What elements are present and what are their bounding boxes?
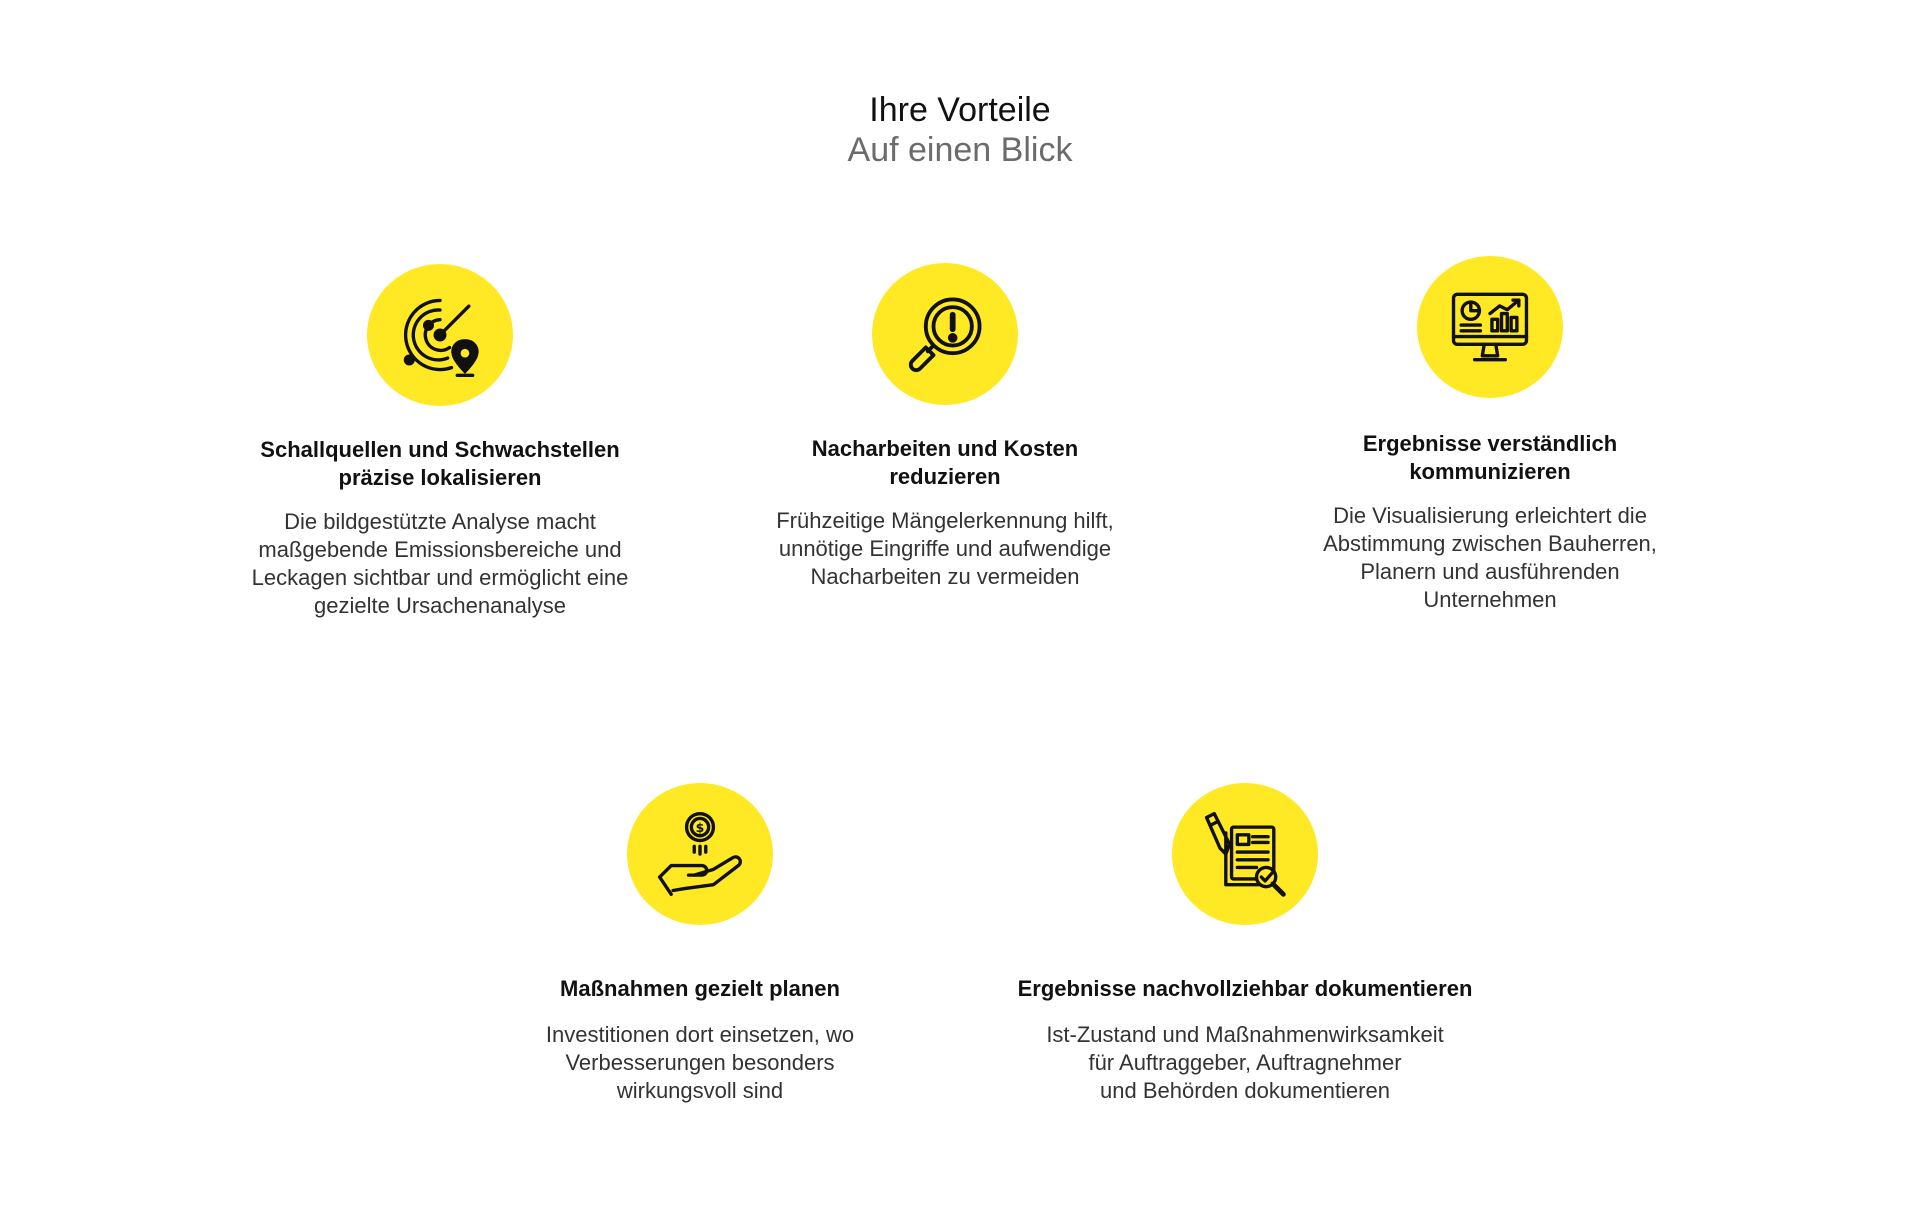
benefit-description: Die bildgestützte Analyse macht maßgeben…: [251, 509, 629, 618]
icon-badge: [367, 264, 513, 406]
benefit-title: Maßnahmen gezielt planen: [560, 976, 840, 1001]
document-check-icon: [1204, 812, 1286, 897]
benefit-card-plan: $ Maßnahmen gezielt planen Investitionen…: [480, 783, 920, 1105]
section-title: Ihre Vorteile: [869, 91, 1051, 129]
benefit-card-document: Ergebnisse nachvollziehbar dokumentieren…: [985, 783, 1505, 1105]
icon-badge: [1172, 783, 1318, 925]
benefit-title: Ergebnisse verständlich kommunizieren: [1362, 431, 1618, 484]
benefit-card-reduce-costs: Nacharbeiten und Kosten reduzieren Frühz…: [725, 263, 1165, 591]
benefit-description: Investitionen dort einsetzen, wo Verbess…: [545, 1022, 855, 1103]
monitor-chart-icon: [1451, 292, 1529, 362]
section-header: Ihre Vorteile Auf einen Blick: [0, 90, 1920, 170]
benefit-description: Ist-Zustand und Maßnahmenwirksamkeit für…: [1046, 1022, 1444, 1103]
benefit-title: Ergebnisse nachvollziehbar dokumentieren: [1017, 976, 1473, 1001]
icon-badge: $: [627, 783, 773, 925]
icon-badge: [872, 263, 1018, 405]
svg-text:$: $: [696, 820, 705, 835]
benefit-card-communicate: Ergebnisse verständlich kommunizieren Di…: [1270, 256, 1710, 614]
benefit-description: Die Visualisierung erleichtert die Absti…: [1323, 503, 1657, 612]
benefit-description: Frühzeitige Mängelerkennung hilft, unnöt…: [776, 508, 1114, 589]
benefit-title: Nacharbeiten und Kosten reduzieren: [811, 436, 1079, 489]
hand-coin-icon: $: [658, 812, 742, 896]
icon-badge: [1417, 256, 1563, 398]
magnifier-alert-icon: [908, 297, 982, 373]
benefit-title: Schallquellen und Schwachstellen präzise…: [260, 437, 620, 490]
section-subtitle: Auf einen Blick: [847, 131, 1073, 169]
radar-location-icon: [403, 298, 479, 377]
benefit-card-localize: Schallquellen und Schwachstellen präzise…: [220, 264, 660, 620]
